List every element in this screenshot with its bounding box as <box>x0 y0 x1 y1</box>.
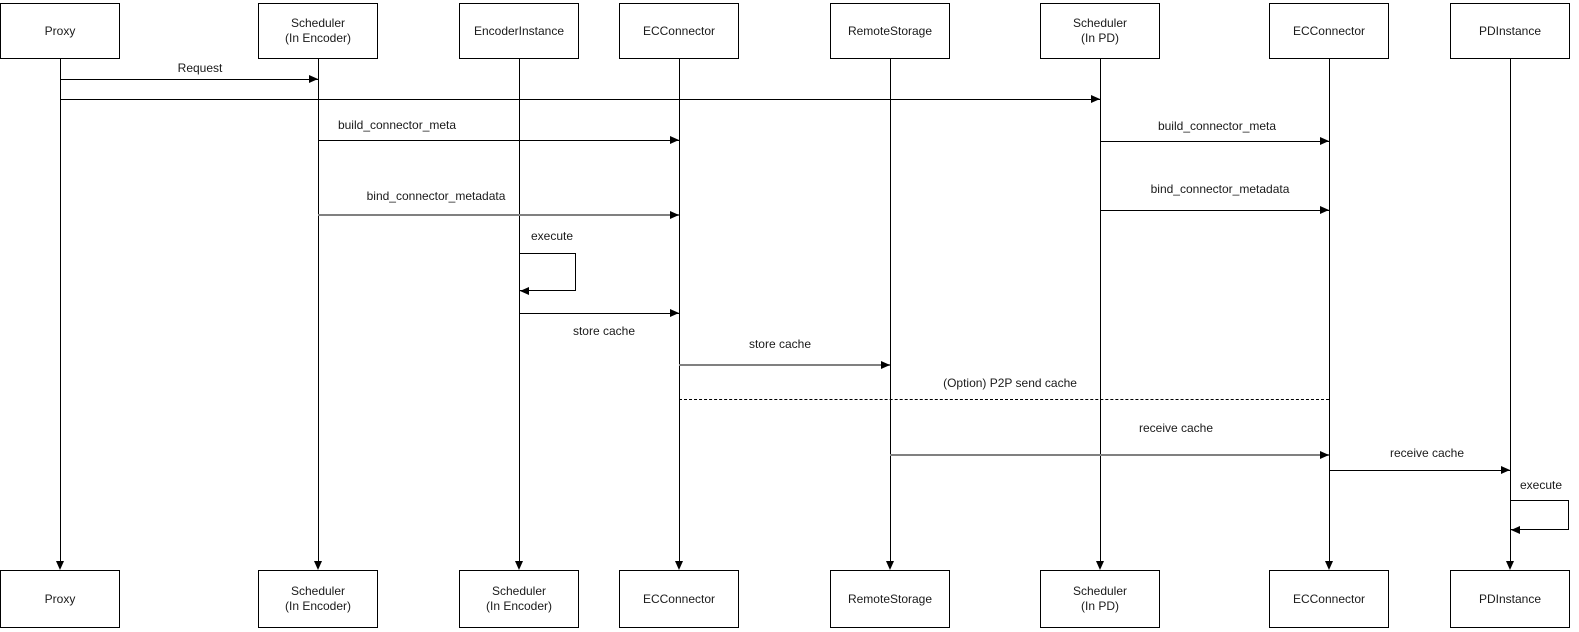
message-line <box>1329 470 1510 471</box>
participant-label: PDInstance <box>1478 591 1542 606</box>
participant-label: Scheduler <box>1072 16 1128 30</box>
participant-top-ecconnector-pd: ECConnector <box>1269 3 1389 59</box>
message-line-dashed <box>679 399 1329 400</box>
arrow-left-icon <box>1511 526 1520 534</box>
participant-label: Scheduler <box>491 584 547 598</box>
participant-bottom-scheduler-pd: Scheduler (In PD) <box>1040 570 1160 628</box>
participant-label: ECConnector <box>642 23 716 38</box>
participant-top-scheduler-pd: Scheduler (In PD) <box>1040 3 1160 59</box>
participant-label: ECConnector <box>642 591 716 606</box>
lifeline-proxy <box>60 59 61 562</box>
message-label: execute <box>530 229 574 243</box>
message-label: store cache <box>572 324 636 338</box>
message-label: build_connector_meta <box>337 118 457 132</box>
arrow-right-icon <box>1320 451 1329 459</box>
message-line <box>60 99 1100 100</box>
lifeline-end-arrow-icon <box>1325 561 1333 570</box>
lifeline-pdinstance <box>1510 59 1511 562</box>
participant-top-scheduler-encoder: Scheduler (In Encoder) <box>258 3 378 59</box>
message-label: receive cache <box>1138 421 1214 435</box>
participant-label: RemoteStorage <box>847 23 933 38</box>
lifeline-end-arrow-icon <box>1506 561 1514 570</box>
participant-label: Proxy <box>44 23 76 38</box>
participant-label: Scheduler <box>290 584 346 598</box>
message-line <box>1100 210 1329 211</box>
lifeline-end-arrow-icon <box>675 561 683 570</box>
lifeline-remotestorage <box>890 59 891 562</box>
message-label: build_connector_meta <box>1157 119 1277 133</box>
self-loop <box>519 253 576 291</box>
participant-label: Scheduler <box>290 16 346 30</box>
arrow-right-icon <box>1501 466 1510 474</box>
participant-top-proxy: Proxy <box>0 3 120 59</box>
participant-label: Scheduler <box>1072 584 1128 598</box>
message-line <box>890 454 1329 456</box>
participant-bottom-scheduler-encoder-2: Scheduler (In Encoder) <box>459 570 579 628</box>
participant-sublabel: (In Encoder) <box>284 31 352 45</box>
participant-bottom-proxy: Proxy <box>0 570 120 628</box>
arrow-right-icon <box>670 309 679 317</box>
lifeline-ecconnector <box>679 59 680 562</box>
participant-sublabel: (In PD) <box>1080 31 1119 45</box>
participant-label: PDInstance <box>1478 23 1542 38</box>
message-line <box>318 140 679 141</box>
arrow-right-icon <box>1091 95 1100 103</box>
message-label: Request <box>177 61 223 75</box>
participant-bottom-pdinstance: PDInstance <box>1450 570 1570 628</box>
participant-sublabel: (In Encoder) <box>485 599 553 613</box>
participant-label: ECConnector <box>1292 23 1366 38</box>
participant-bottom-scheduler-encoder: Scheduler (In Encoder) <box>258 570 378 628</box>
message-line <box>679 364 890 366</box>
participant-top-encoderinstance: EncoderInstance <box>459 3 579 59</box>
message-label: bind_connector_metadata <box>1150 182 1290 196</box>
arrow-right-icon <box>1320 137 1329 145</box>
arrow-right-icon <box>670 211 679 219</box>
participant-label: RemoteStorage <box>847 591 933 606</box>
message-line <box>519 313 679 314</box>
arrow-left-icon <box>520 287 529 295</box>
self-loop <box>1510 500 1569 530</box>
participant-top-ecconnector: ECConnector <box>619 3 739 59</box>
participant-bottom-remotestorage: RemoteStorage <box>830 570 950 628</box>
lifeline-end-arrow-icon <box>886 561 894 570</box>
message-line <box>60 79 318 80</box>
participant-top-remotestorage: RemoteStorage <box>830 3 950 59</box>
arrow-right-icon <box>1320 206 1329 214</box>
message-label: execute <box>1519 478 1563 492</box>
participant-label: Proxy <box>44 591 76 606</box>
arrow-right-icon <box>309 75 318 83</box>
message-line <box>1100 141 1329 142</box>
message-label: (Option) P2P send cache <box>943 376 1077 390</box>
lifeline-end-arrow-icon <box>56 561 64 570</box>
lifeline-ecconnector-pd <box>1329 59 1330 562</box>
participant-label: ECConnector <box>1292 591 1366 606</box>
message-label: bind_connector_metadata <box>366 189 506 203</box>
participant-sublabel: (In PD) <box>1080 599 1119 613</box>
participant-label: EncoderInstance <box>473 23 565 38</box>
message-line <box>318 214 679 216</box>
lifeline-end-arrow-icon <box>314 561 322 570</box>
participant-bottom-ecconnector: ECConnector <box>619 570 739 628</box>
lifeline-scheduler-pd <box>1100 59 1101 562</box>
participant-bottom-ecconnector-pd: ECConnector <box>1269 570 1389 628</box>
participant-sublabel: (In Encoder) <box>284 599 352 613</box>
lifeline-scheduler-encoder <box>318 59 319 562</box>
arrow-right-icon <box>670 136 679 144</box>
lifeline-end-arrow-icon <box>1096 561 1104 570</box>
lifeline-end-arrow-icon <box>515 561 523 570</box>
arrow-right-icon <box>881 361 890 369</box>
message-label: store cache <box>748 337 812 351</box>
participant-top-pdinstance: PDInstance <box>1450 3 1570 59</box>
lifeline-encoderinstance <box>519 59 520 562</box>
message-label: receive cache <box>1389 446 1465 460</box>
